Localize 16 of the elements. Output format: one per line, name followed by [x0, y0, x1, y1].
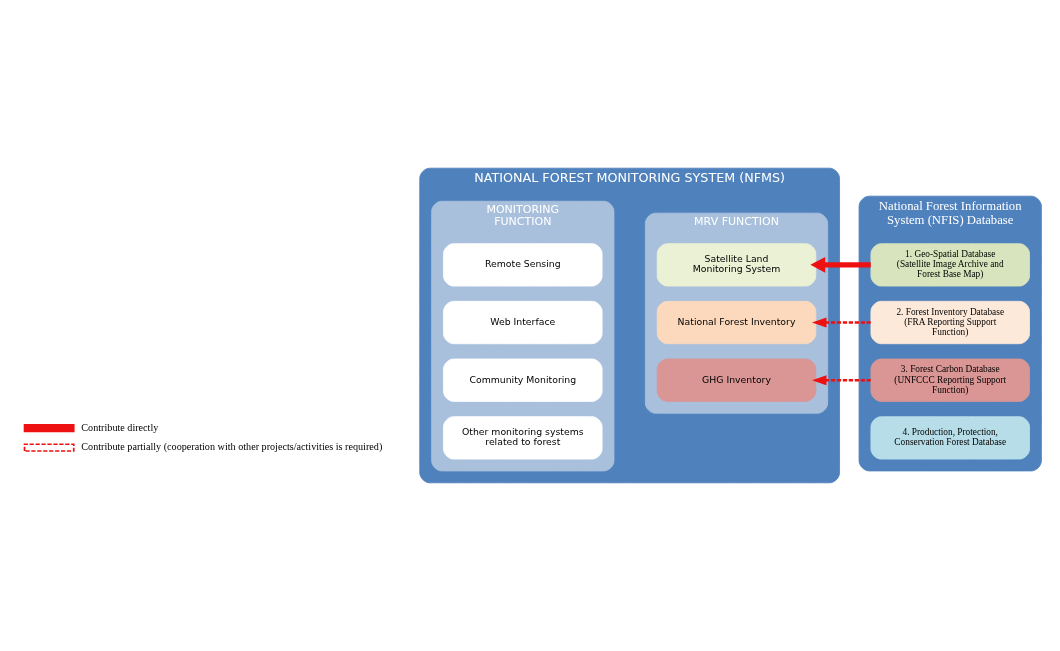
node-box: 4. Production, Protection, Conservation Forest Database: [870, 416, 1030, 460]
node-box: Other monitoring systems related to forest: [443, 416, 603, 460]
arrow: [810, 257, 871, 273]
node-box: Satellite Land Monitoring System: [656, 243, 817, 287]
node-box: Web Interface: [443, 300, 603, 345]
node-box: Community Monitoring: [443, 358, 603, 402]
node-box: Remote Sensing: [443, 243, 603, 287]
node-box: 2. Forest Inventory Database (FRA Reporting Support Function): [870, 300, 1030, 345]
arrow: [812, 375, 871, 386]
node-box: 3. Forest Carbon Database (UNFCCC Reporting Support Function): [870, 358, 1030, 402]
node-box: GHG Inventory: [656, 358, 817, 402]
node-box: National Forest Inventory: [656, 300, 817, 345]
legend-label: Contribute partially (cooperation with other projects/activities is required): [81, 441, 383, 453]
node-box: 1. Geo-Spatial Database (Satellite Image Archive and Forest Base Map): [870, 243, 1030, 287]
arrow: [812, 317, 871, 328]
legend-label: Contribute directly: [81, 421, 159, 433]
